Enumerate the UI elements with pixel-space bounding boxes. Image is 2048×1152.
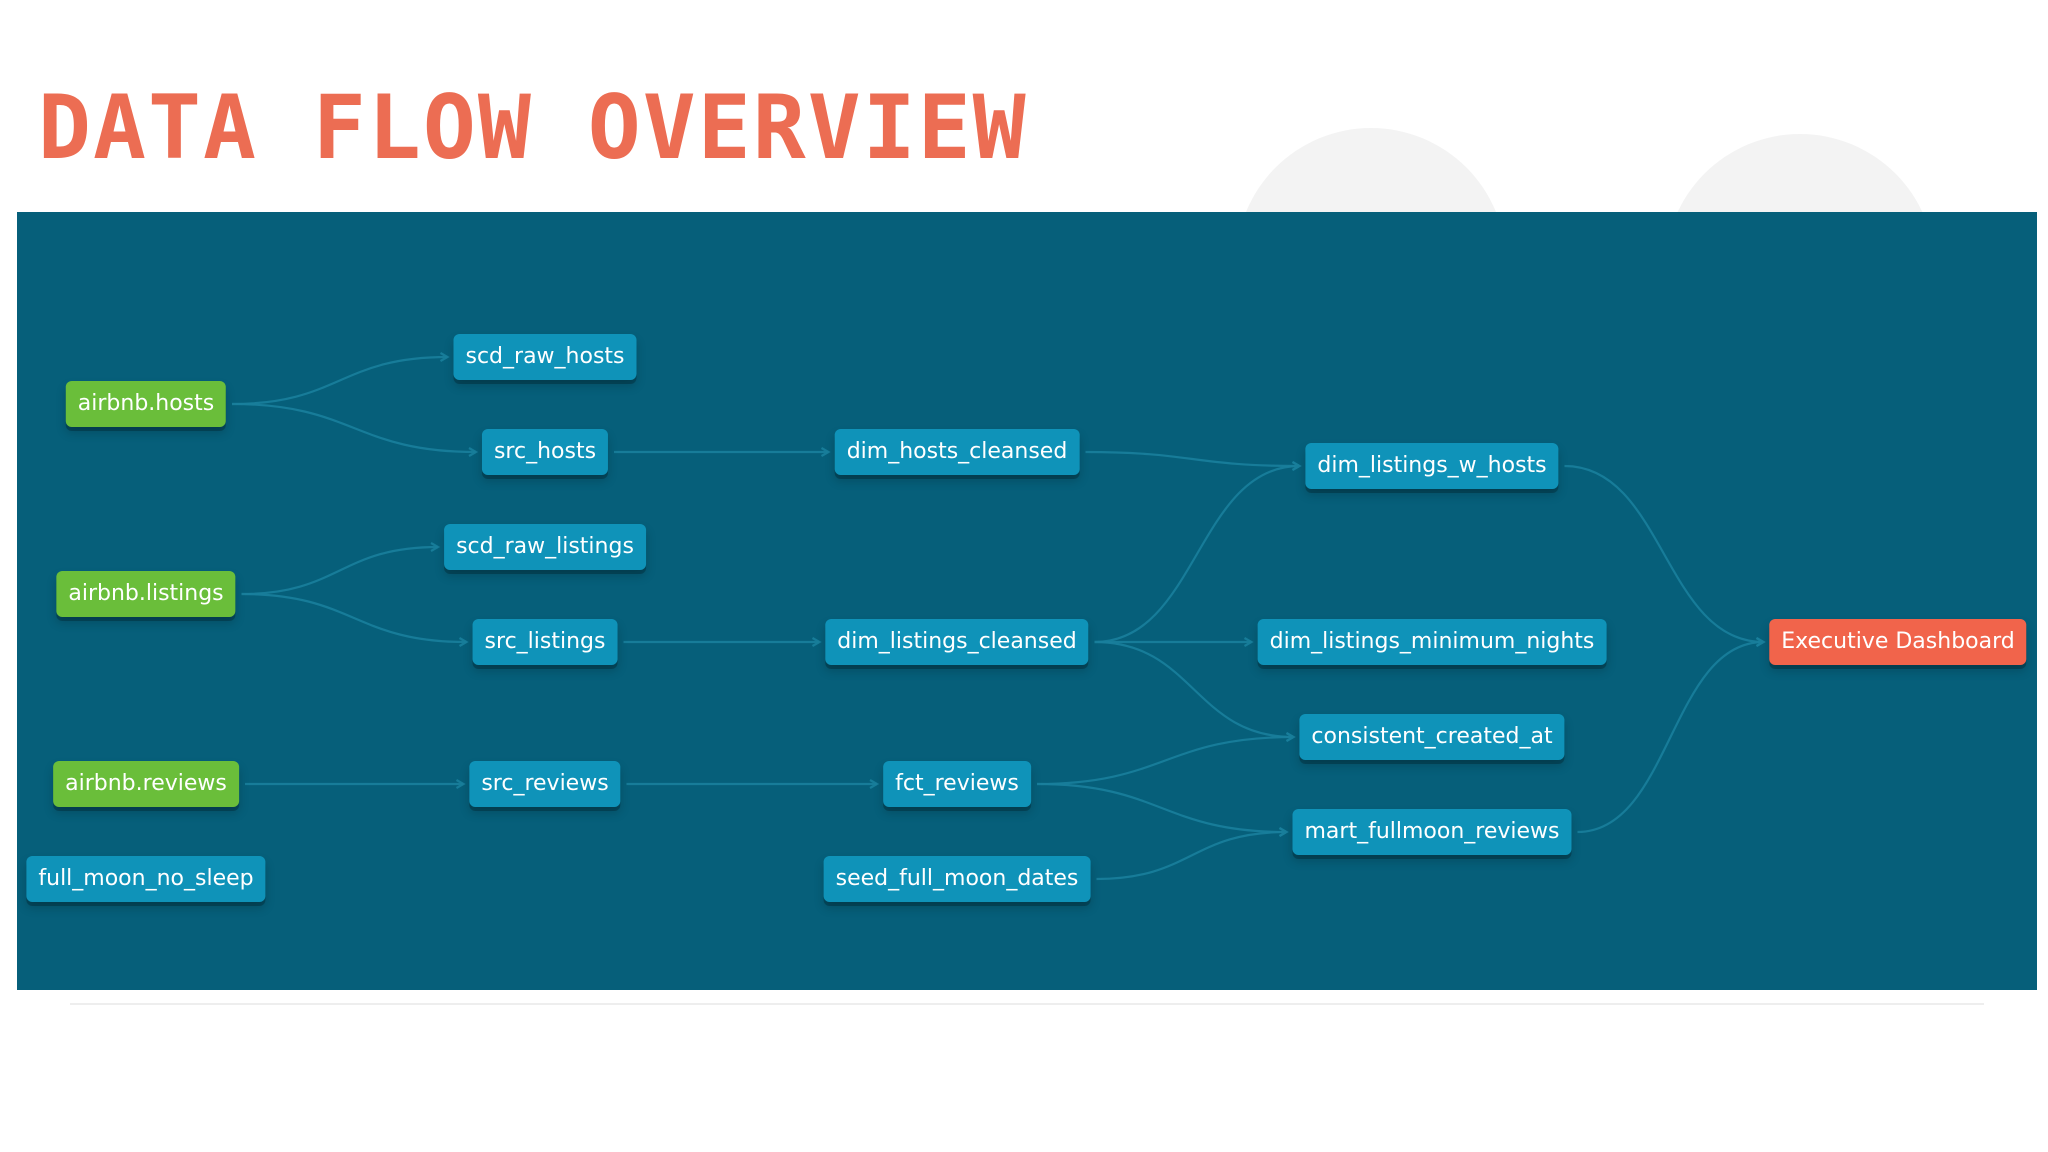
edge-airbnb-hosts-to-scd-raw-hosts xyxy=(231,355,448,406)
node-src-hosts[interactable]: src_hosts xyxy=(481,429,609,475)
edge-seed-full-moon-dates-to-mart-fullmoon-reviews xyxy=(1096,830,1287,881)
node-airbnb-listings[interactable]: airbnb.listings xyxy=(56,571,236,617)
node-scd-raw-hosts[interactable]: scd_raw_hosts xyxy=(453,334,637,380)
edge-arrowhead xyxy=(1285,732,1296,742)
edge-airbnb-hosts-to-src-hosts xyxy=(231,402,477,454)
node-dim-listings-w-hosts[interactable]: dim_listings_w_hosts xyxy=(1305,443,1559,489)
node-src-listings[interactable]: src_listings xyxy=(472,619,618,665)
edge-dim-hosts-cleansed-to-dim-listings-w-hosts xyxy=(1085,450,1300,468)
node-scd-raw-listings[interactable]: scd_raw_listings xyxy=(444,524,646,570)
edge-fct-reviews-to-consistent-created-at xyxy=(1036,735,1294,786)
node-executive-dashboard[interactable]: Executive Dashboard xyxy=(1769,619,2027,665)
edge-fct-reviews-to-mart-fullmoon-reviews xyxy=(1036,782,1287,834)
edge-arrowhead xyxy=(430,542,441,552)
node-mart-fullmoon-reviews[interactable]: mart_fullmoon_reviews xyxy=(1292,809,1572,855)
edge-arrowhead xyxy=(468,447,479,457)
edge-arrowhead xyxy=(1243,637,1254,647)
edge-arrowhead xyxy=(820,447,831,457)
edge-dim-listings-w-hosts-to-executive-dashboard xyxy=(1564,464,1764,644)
edge-airbnb-listings-to-src-listings xyxy=(241,592,467,644)
edge-arrowhead xyxy=(439,352,450,362)
node-dim-hosts-cleansed[interactable]: dim_hosts_cleansed xyxy=(834,429,1080,475)
node-fct-reviews[interactable]: fct_reviews xyxy=(883,761,1031,807)
edge-arrowhead xyxy=(455,779,466,789)
edge-dim-listings-cleansed-to-dim-listings-w-hosts xyxy=(1094,464,1300,644)
node-airbnb-hosts[interactable]: airbnb.hosts xyxy=(65,381,227,427)
edge-arrowhead xyxy=(811,637,822,647)
edge-dim-listings-cleansed-to-consistent-created-at xyxy=(1094,640,1294,739)
node-consistent-created-at[interactable]: consistent_created_at xyxy=(1299,714,1565,760)
node-full-moon-no-sleep[interactable]: full_moon_no_sleep xyxy=(26,856,266,902)
edge-arrowhead xyxy=(458,637,469,647)
lineage-graph-canvas[interactable]: airbnb.hosts airbnb.listings airbnb.review… xyxy=(17,212,2037,990)
node-src-reviews[interactable]: src_reviews xyxy=(469,761,621,807)
node-dim-listings-cleansed[interactable]: dim_listings_cleansed xyxy=(825,619,1089,665)
node-airbnb-reviews[interactable]: airbnb.reviews xyxy=(53,761,239,807)
lineage-edges xyxy=(231,352,1766,881)
edge-arrowhead xyxy=(1278,827,1289,837)
edge-arrowhead xyxy=(869,779,880,789)
edge-arrowhead xyxy=(1291,461,1302,471)
page-title: DATA FLOW OVERVIEW xyxy=(38,76,1028,179)
edge-mart-fullmoon-reviews-to-executive-dashboard xyxy=(1577,640,1764,834)
node-seed-full-moon-dates[interactable]: seed_full_moon_dates xyxy=(823,856,1091,902)
node-dim-listings-minimum-nights[interactable]: dim_listings_minimum_nights xyxy=(1257,619,1607,665)
edge-arrowhead xyxy=(1755,637,1766,647)
edge-airbnb-listings-to-scd-raw-listings xyxy=(241,545,439,596)
footer-divider xyxy=(70,1003,1984,1005)
